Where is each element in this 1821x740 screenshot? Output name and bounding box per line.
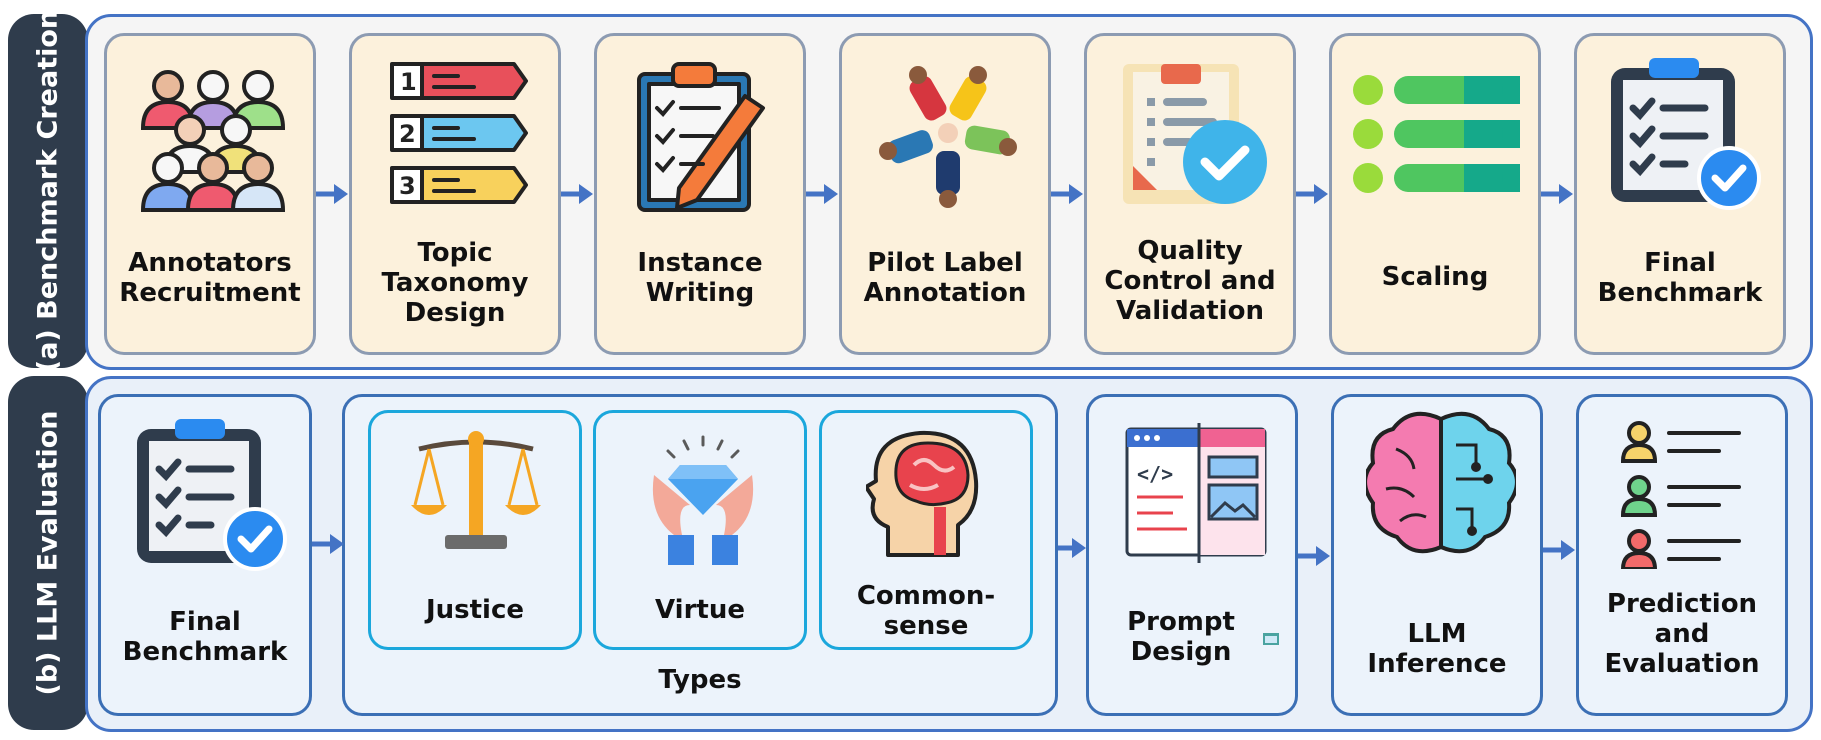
- svg-text:2: 2: [399, 120, 416, 148]
- flow-arrow: [806, 184, 838, 204]
- step-label: Annotators Recruitment: [119, 248, 301, 308]
- step-prompt-design: </> Prompt Design: [1086, 394, 1298, 716]
- head-brain-icon: [866, 430, 979, 557]
- step-annotators-recruitment: Annotators Recruitment: [104, 33, 316, 355]
- step-label: Pilot Label Annotation: [863, 248, 1027, 308]
- web-code-icon: </>: [1125, 423, 1267, 563]
- document-check-icon: [1123, 64, 1267, 204]
- flow-arrow: [316, 184, 348, 204]
- scales-icon: [411, 431, 541, 549]
- team-circle-icon: [879, 66, 1017, 208]
- diamond-hands-icon: [652, 435, 754, 565]
- step-label: Quality Control and Validation: [1104, 236, 1276, 326]
- user-ranking-icon: [1620, 421, 1741, 569]
- step-label: Instance Writing: [637, 248, 763, 308]
- section-b-tab: (b) LLM Evaluation: [8, 376, 88, 730]
- step-llm-inference: LLM Inference: [1331, 394, 1543, 716]
- type-card-commonsense: Common- sense: [819, 410, 1033, 650]
- brain-circuit-icon: [1366, 411, 1516, 554]
- people-group-icon: [140, 70, 286, 212]
- flow-arrow: [1058, 538, 1086, 558]
- type-label: Justice: [425, 595, 525, 625]
- svg-text:</>: </>: [1137, 462, 1173, 486]
- step-label: LLM Inference: [1367, 619, 1507, 679]
- section-a-tab: (a) Benchmark Creation: [8, 10, 88, 372]
- step-label: Final Benchmark: [122, 607, 288, 667]
- type-card-justice: Justice: [368, 410, 582, 650]
- section-a-tab-label: (a) Benchmark Creation: [32, 9, 64, 373]
- step-final-benchmark: Final Benchmark: [98, 394, 312, 716]
- flow-arrow: [1541, 184, 1573, 204]
- step-instance-writing: Instance Writing: [594, 33, 806, 355]
- type-card-virtue: Virtue: [593, 410, 807, 650]
- type-label: Common- sense: [856, 581, 996, 641]
- step-topic-taxonomy-design: 1 2 3 Topic Taxonomy Design: [349, 33, 561, 355]
- flow-arrow: [1296, 184, 1328, 204]
- checklist-clipboard-icon: [1611, 58, 1761, 210]
- checklist-clipboard-icon: [137, 419, 287, 571]
- type-label: Virtue: [655, 595, 745, 625]
- step-scaling: Scaling: [1329, 33, 1541, 355]
- step-label: Topic Taxonomy Design: [381, 238, 529, 328]
- step-label: Scaling: [1381, 262, 1489, 292]
- types-group-label: Types: [658, 665, 742, 695]
- flow-arrow: [1298, 546, 1330, 566]
- step-final-benchmark: Final Benchmark: [1574, 33, 1786, 355]
- step-prediction-evaluation: Prediction and Evaluation: [1576, 394, 1788, 716]
- section-b-tab-label: (b) LLM Evaluation: [32, 410, 64, 696]
- step-pilot-label-annotation: Pilot Label Annotation: [839, 33, 1051, 355]
- svg-text:1: 1: [400, 68, 417, 96]
- small-window-icon: [1263, 633, 1279, 645]
- flow-arrow: [312, 534, 344, 554]
- step-label: Prompt Design: [1127, 607, 1235, 667]
- clipboard-pencil-icon: [637, 62, 765, 212]
- stacked-bars-icon: [1353, 75, 1520, 193]
- flow-arrow: [1543, 540, 1575, 560]
- svg-text:3: 3: [399, 172, 416, 200]
- step-label: Prediction and Evaluation: [1604, 589, 1760, 679]
- flow-arrow: [561, 184, 593, 204]
- step-quality-control-validation: Quality Control and Validation: [1084, 33, 1296, 355]
- numbered-list-icon: 1 2 3: [390, 62, 528, 204]
- step-label: Final Benchmark: [1597, 248, 1763, 308]
- flow-arrow: [1051, 184, 1083, 204]
